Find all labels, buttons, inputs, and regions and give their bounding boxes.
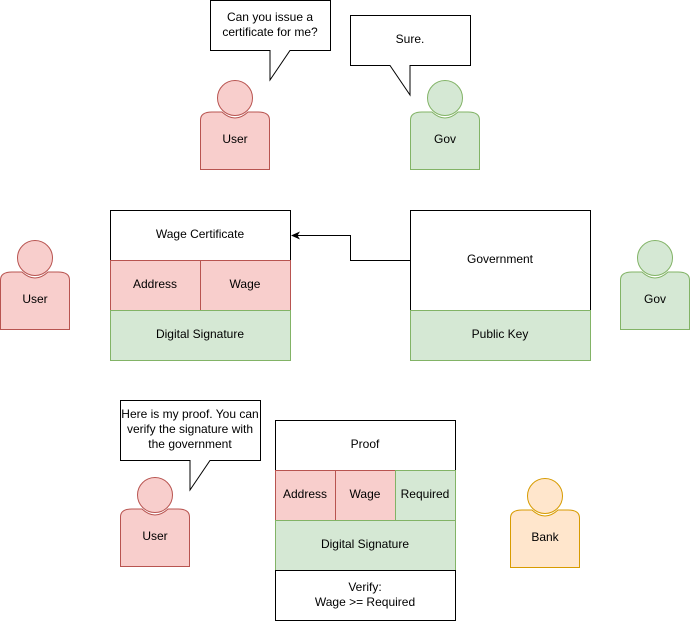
certificate-signature: Digital Signature [156,327,244,341]
bubble-line: Here is my proof. You can [121,407,258,421]
actor-user-top: User [200,80,270,170]
government-title: Government [467,252,534,266]
actor-user-bottom: User [120,477,190,567]
certificate-title: Wage Certificate [156,227,245,241]
bubble-line: the government [148,437,232,451]
proof-required: Required [401,487,450,501]
bubble-line: Sure. [396,32,425,46]
speech-bubble-gov-reply: Sure. [350,15,471,97]
actor-label: User [222,132,247,146]
government-public-key: Public Key [472,327,529,341]
actor-label: User [142,529,167,543]
actor-label: User [22,292,47,306]
bubble-line: verify the signature with [127,422,253,436]
certificate-wage: Wage [230,277,261,291]
proof-signature: Digital Signature [321,537,409,551]
issue-arrow [291,231,410,261]
actor-user-mid: User [0,240,70,330]
speech-bubble-user-proof: Here is my proof. You can verify the sig… [120,400,261,492]
actor-gov-mid: Gov [620,240,690,330]
proof-address: Address [283,487,327,501]
actor-label: Bank [531,530,559,544]
bubble-line: Can you issue a [227,10,313,24]
proof-verify-condition: Wage >= Required [315,595,415,609]
actor-label: Gov [644,292,666,306]
government-box: Government Public Key [410,210,591,361]
actor-gov-top: Gov [410,80,480,170]
speech-bubble-user-request: Can you issue a certificate for me? [210,0,331,82]
proof-wage: Wage [350,487,381,501]
proof-verify-label: Verify: [348,580,381,594]
wage-certificate: Wage Certificate Address Wage Digital Si… [110,210,291,361]
proof-title: Proof [351,437,380,451]
bubble-line: certificate for me? [222,25,318,39]
actor-label: Gov [434,132,456,146]
certificate-address: Address [133,277,177,291]
actor-bank: Bank [510,478,580,568]
proof-box: Proof Address Wage Required Digital Sign… [275,420,456,621]
